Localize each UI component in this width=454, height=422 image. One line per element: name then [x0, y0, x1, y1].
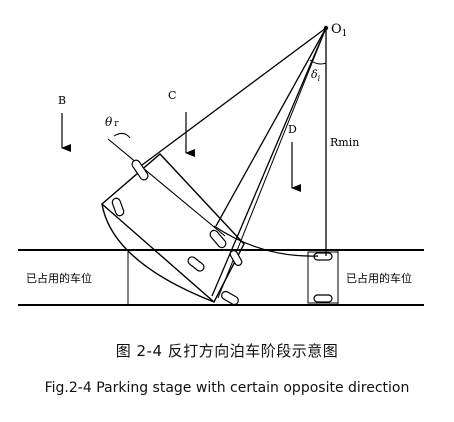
wheel-bottom: [221, 290, 239, 306]
wheel-rear-left: [111, 197, 125, 217]
radius-line-outer: [137, 27, 327, 169]
wheel-right-small: [229, 250, 243, 266]
wheel-rear-right: [187, 256, 205, 272]
wheel-front-right: [209, 229, 227, 249]
radius-line-mid: [215, 27, 327, 227]
label-occupied-left: 已占用的车位: [26, 271, 92, 285]
label-delta: δi: [311, 68, 321, 83]
wheel-front-left: [131, 159, 149, 181]
swept-arc-outer: [101, 203, 215, 303]
delta-angle-arc: [309, 59, 327, 65]
swept-arc-inner: [213, 225, 319, 257]
label-rmin: Rmin: [330, 136, 359, 149]
label-c: C: [168, 89, 176, 102]
label-d: D: [288, 123, 297, 136]
vehicle-body: [100, 153, 245, 304]
theta-angle-arc: [113, 132, 131, 139]
front-axle-line: [107, 138, 226, 237]
parked-car-body: [307, 251, 339, 304]
label-o1: O1: [331, 22, 347, 39]
label-occupied-right: 已占用的车位: [346, 271, 412, 285]
pivot-o1: [323, 25, 329, 31]
parked-wheel-bottom: [313, 294, 333, 303]
label-b: B: [58, 94, 66, 107]
caption-chinese: 图 2-4 反打方向泊车阶段示意图: [115, 342, 339, 360]
caption-english: Fig.2-4 Parking stage with certain oppos…: [44, 380, 410, 396]
